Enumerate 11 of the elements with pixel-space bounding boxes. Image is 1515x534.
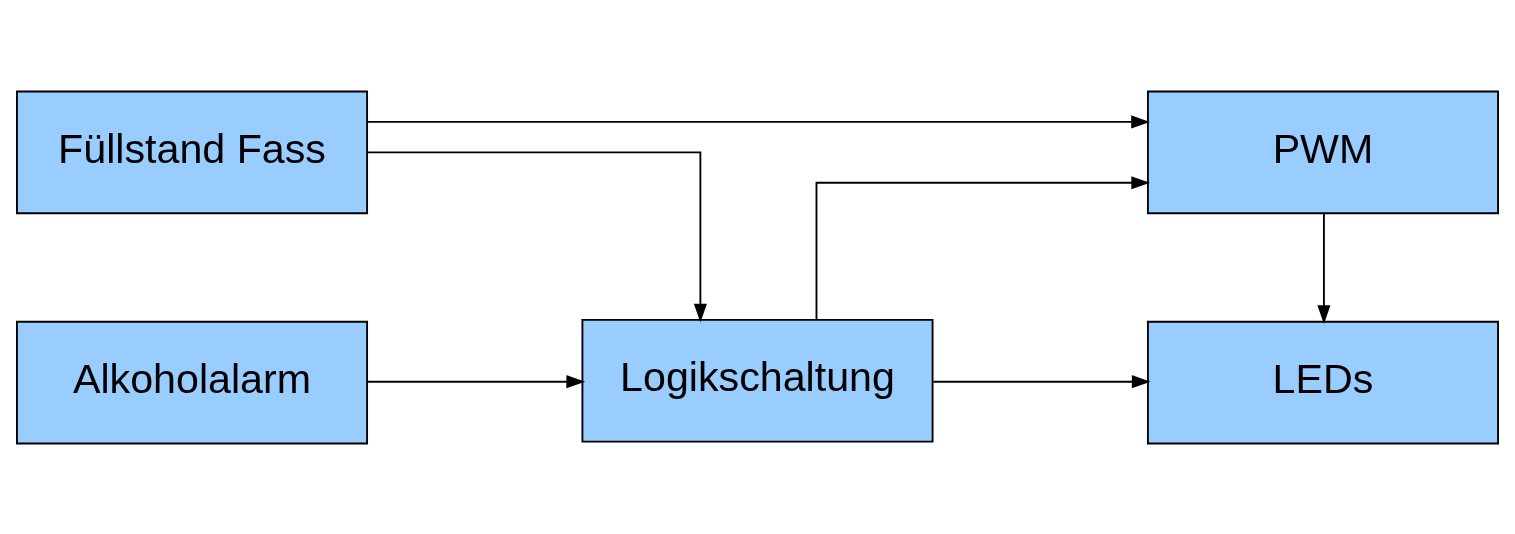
node-box: Füllstand Fass <box>16 90 369 214</box>
arrow <box>932 374 1151 388</box>
arrow <box>366 374 586 388</box>
node-box: Logikschaltung <box>581 318 934 443</box>
node-box: Alkoholalarm <box>16 320 369 444</box>
arrow <box>815 175 1151 321</box>
node-box: LEDs <box>1146 320 1499 444</box>
node-box: PWM <box>1146 90 1499 214</box>
arrow <box>366 114 1150 128</box>
arrow <box>1317 212 1331 324</box>
arrow <box>366 150 707 322</box>
